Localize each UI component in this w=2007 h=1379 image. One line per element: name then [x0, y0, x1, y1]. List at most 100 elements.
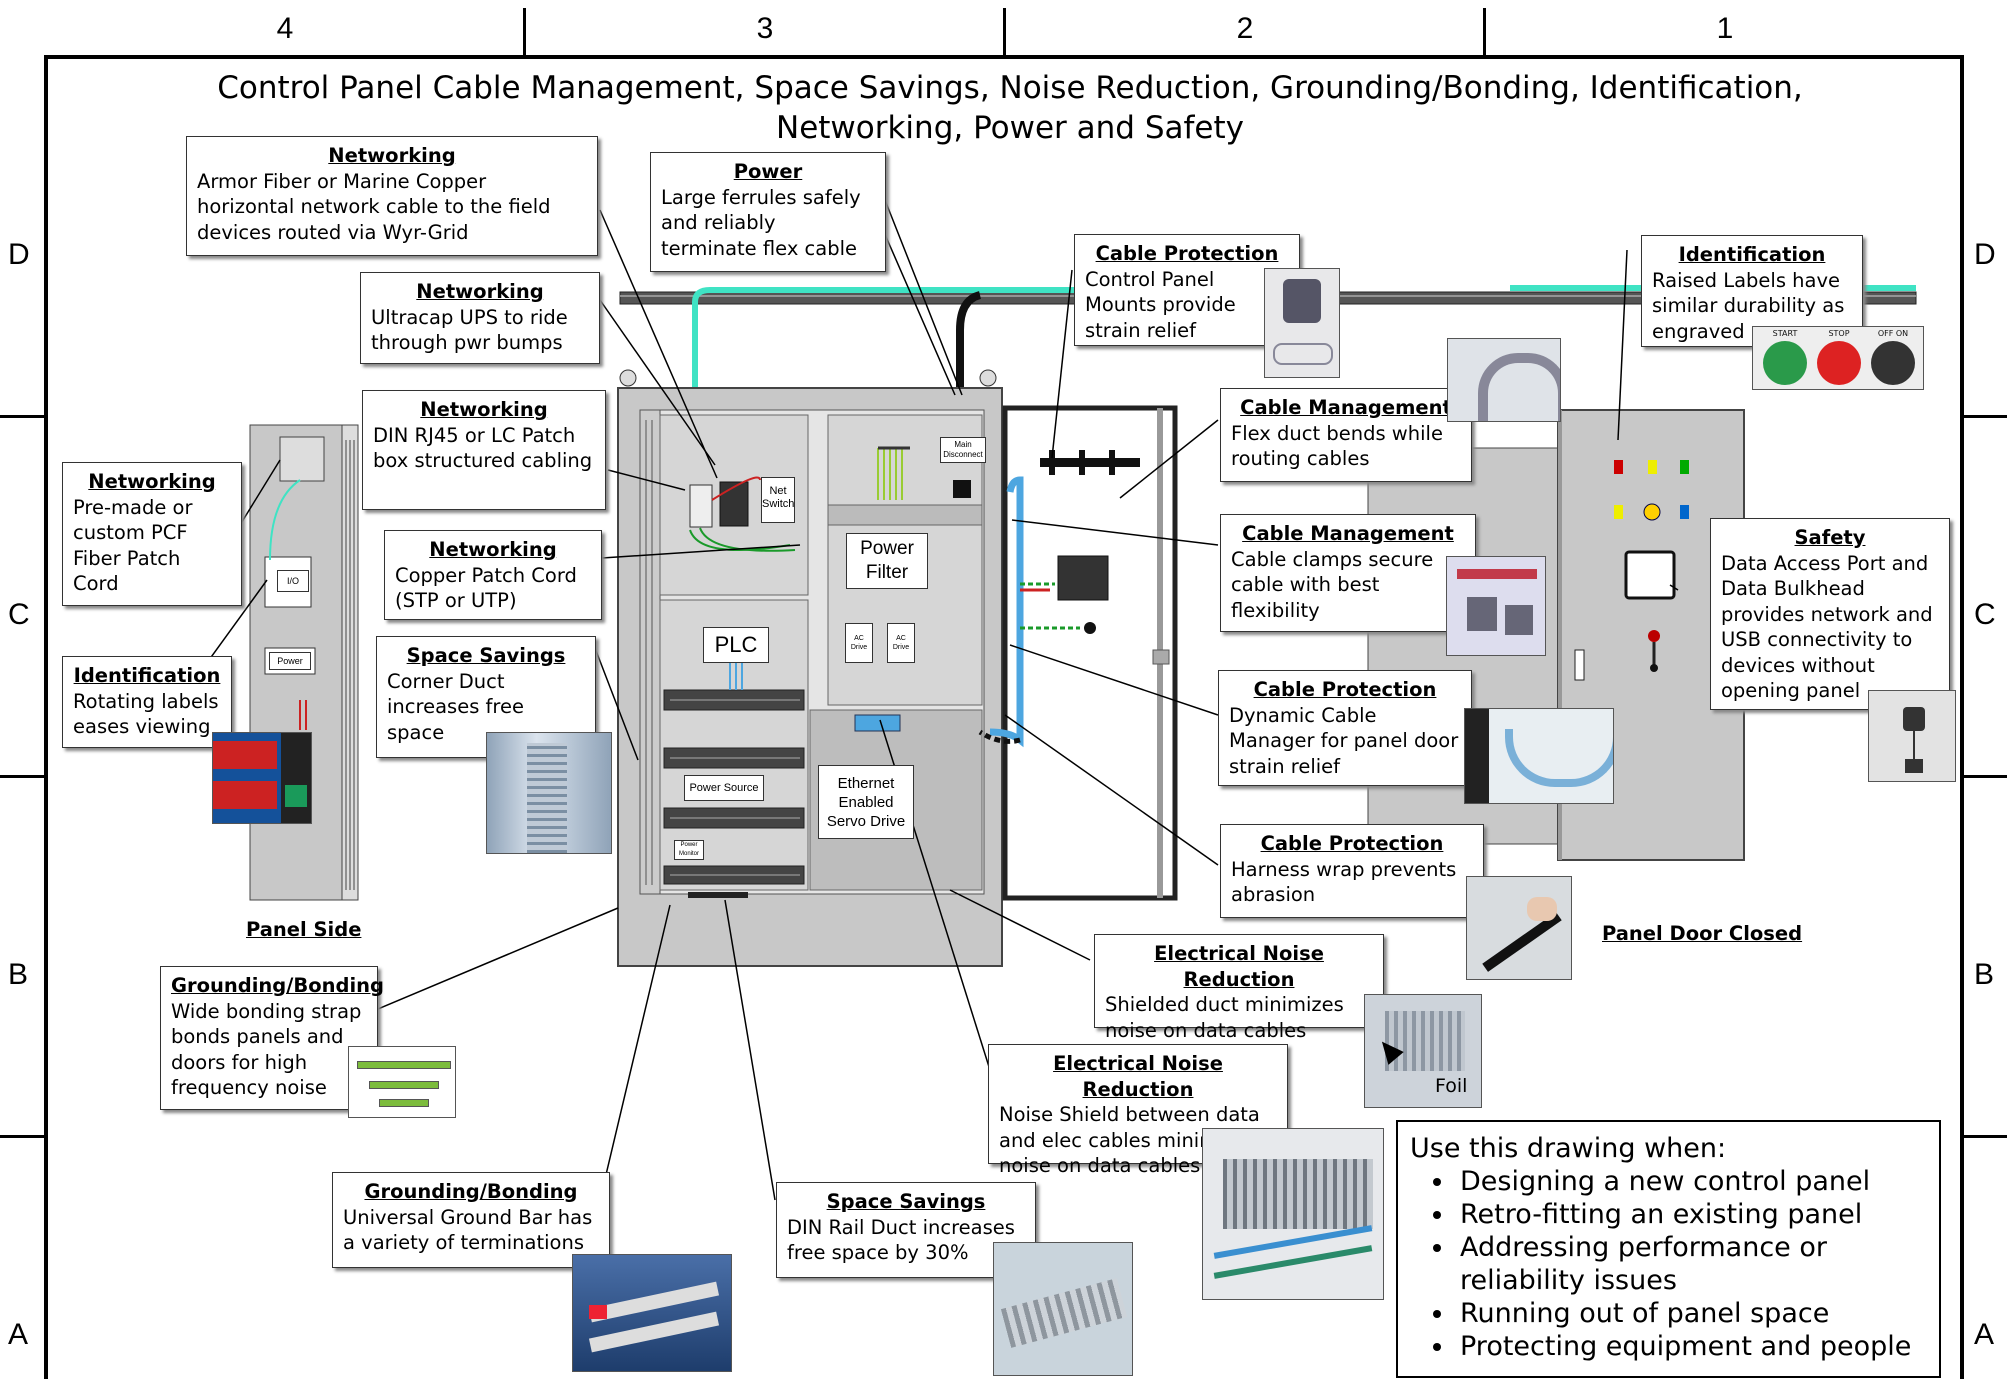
panel-mounts-photo — [1264, 268, 1340, 378]
callout-safety: Safety Data Access Port and Data Bulkhea… — [1710, 518, 1950, 710]
harness-wrap-photo — [1466, 876, 1572, 980]
zone-row-c-left: C — [8, 598, 30, 631]
callout-text: Cable clamps secure cable with best flex… — [1231, 547, 1434, 622]
callout-heading: Cable Management — [1240, 396, 1452, 419]
callout-heading: Networking — [328, 144, 456, 167]
callout-text: Copper Patch Cord (STP or UTP) — [395, 563, 577, 613]
callout-text: Wide bonding strap bonds panels and door… — [171, 999, 362, 1100]
network-cable-vertical — [692, 287, 1150, 388]
zone-divider — [0, 415, 44, 418]
callout-text: Raised Labels have similar durability as… — [1652, 268, 1845, 343]
zone-row-d-left: D — [8, 238, 30, 271]
callout-heading: Networking — [416, 280, 544, 303]
callout-text: Pre-made or custom PCF Fiber Patch Cord — [73, 495, 193, 596]
ethernet-servo-drive-box: Ethernet Enabled Servo Drive — [818, 765, 914, 839]
bonding-strap-photo — [348, 1046, 456, 1118]
callout-cable-protection-harness: Cable Protection Harness wrap prevents a… — [1220, 824, 1484, 918]
drawing-frame — [44, 55, 1964, 1379]
callout-text: DIN Rail Duct increases free space by 30… — [787, 1215, 1015, 1265]
callout-heading: Networking — [429, 538, 557, 561]
callout-cable-protection-dynamic: Cable Protection Dynamic Cable Manager f… — [1218, 670, 1472, 786]
callout-text: Armor Fiber or Marine Copper horizontal … — [197, 169, 551, 244]
callout-cable-mgmt-flex: Cable Management Flex duct bends while r… — [1220, 388, 1472, 482]
usage-item: Addressing performance or reliability is… — [1456, 1231, 1927, 1297]
zone-divider — [1483, 8, 1486, 56]
callout-heading: Identification — [1678, 243, 1826, 266]
callout-networking-armor: Networking Armor Fiber or Marine Copper … — [186, 136, 598, 256]
usage-note: Use this drawing when: Designing a new c… — [1396, 1120, 1941, 1378]
dynamic-cable-manager-photo — [1464, 708, 1614, 804]
callout-networking-patch: Networking Pre-made or custom PCF Fiber … — [62, 462, 242, 606]
callout-heading: Networking — [88, 470, 216, 493]
callout-heading: Electrical Noise Reduction — [1154, 942, 1324, 991]
usage-item: Running out of panel space — [1456, 1297, 1927, 1330]
zone-divider — [0, 775, 44, 778]
callout-text: Universal Ground Bar has a variety of te… — [343, 1205, 593, 1255]
net-switch-box: Net Switch — [761, 477, 795, 523]
callout-heading: Space Savings — [406, 644, 566, 667]
callout-text: Dynamic Cable Manager for panel door str… — [1229, 703, 1459, 778]
power-source-box: Power Source — [684, 775, 764, 801]
callout-heading: Power — [733, 160, 803, 183]
callout-heading: Grounding/Bonding — [171, 974, 385, 997]
shielded-duct-photo: Foil — [1364, 994, 1482, 1108]
zone-row-d-right: D — [1974, 238, 1996, 271]
callout-power: Power Large ferrules safely and reliably… — [650, 152, 886, 272]
zone-column-1: 1 — [1716, 12, 1734, 45]
ac-drive-box-1: AC Drive — [845, 623, 873, 663]
panel-side-label: Panel Side — [246, 918, 362, 941]
callout-text: Corner Duct increases free space — [387, 669, 524, 744]
din-rail-duct-photo — [993, 1242, 1133, 1376]
zone-column-2: 2 — [1236, 12, 1254, 45]
pilot-lights — [1614, 460, 1689, 521]
noise-shield-photo — [1202, 1128, 1384, 1300]
usage-item: Designing a new control panel — [1456, 1165, 1927, 1198]
flex-duct-photo — [1447, 338, 1561, 422]
callout-text: Control Panel Mounts provide strain reli… — [1085, 267, 1236, 342]
zone-column-4: 4 — [276, 12, 294, 45]
zone-divider — [1964, 1135, 2007, 1138]
power-filter-box: Power Filter — [846, 533, 928, 589]
zone-row-c-right: C — [1974, 598, 1996, 631]
callout-grounding-strap: Grounding/Bonding Wide bonding strap bon… — [160, 966, 385, 1110]
callout-text: Rotating labels eases viewing — [73, 689, 219, 739]
zone-divider — [1003, 8, 1006, 56]
callout-networking-copper: Networking Copper Patch Cord (STP or UTP… — [384, 530, 602, 620]
power-small-label: Power — [269, 652, 311, 670]
io-label: I/O — [277, 570, 309, 592]
raised-labels-photo: START STOP OFF ON — [1752, 326, 1924, 390]
callout-cable-mgmt-clamps: Cable Management Cable clamps secure cab… — [1220, 514, 1476, 632]
zone-row-b-right: B — [1974, 958, 1995, 991]
zone-row-a-left: A — [8, 1318, 29, 1351]
callout-text: Flex duct bends while routing cables — [1231, 421, 1443, 471]
data-bulkhead-photo — [1868, 690, 1956, 782]
ac-drive-box-2: AC Drive — [887, 623, 915, 663]
callout-space-din: Space Savings DIN Rail Duct increases fr… — [776, 1182, 1036, 1278]
zone-row-a-right: A — [1974, 1318, 1995, 1351]
callout-heading: Electrical Noise Reduction — [1053, 1052, 1223, 1101]
fiber-patch-box — [279, 436, 325, 482]
usage-list: Designing a new control panel Retro-fitt… — [1410, 1165, 1927, 1363]
main-disconnect-box: Main Disconnect — [940, 437, 986, 463]
callout-grounding-bar: Grounding/Bonding Universal Ground Bar h… — [332, 1172, 610, 1268]
callout-heading: Safety — [1794, 526, 1866, 549]
callout-text: DIN RJ45 or LC Patch box structured cabl… — [373, 423, 593, 473]
plc-box: PLC — [703, 627, 769, 663]
callout-heading: Cable Protection — [1095, 242, 1279, 265]
corner-duct-photo — [486, 732, 612, 854]
zone-row-b-left: B — [8, 958, 29, 991]
usage-item: Retro-fitting an existing panel — [1456, 1198, 1927, 1231]
callout-noise-duct: Electrical Noise Reduction Shielded duct… — [1094, 934, 1384, 1042]
panel-door-label: Panel Door Closed — [1602, 922, 1803, 945]
callout-text: Ultracap UPS to ride through pwr bumps — [371, 305, 568, 355]
callout-networking-ups: Networking Ultracap UPS to ride through … — [360, 272, 600, 364]
rotating-labels-photo — [212, 732, 312, 824]
zone-divider — [523, 8, 526, 56]
callout-heading: Cable Management — [1242, 522, 1454, 545]
callout-text: Noise Shield between data and elec cable… — [999, 1103, 1260, 1177]
zone-divider — [1964, 415, 2007, 418]
callout-heading: Cable Protection — [1253, 678, 1437, 701]
callout-networking-din: Networking DIN RJ45 or LC Patch box stru… — [362, 390, 606, 510]
usage-heading: Use this drawing when: — [1410, 1133, 1727, 1164]
